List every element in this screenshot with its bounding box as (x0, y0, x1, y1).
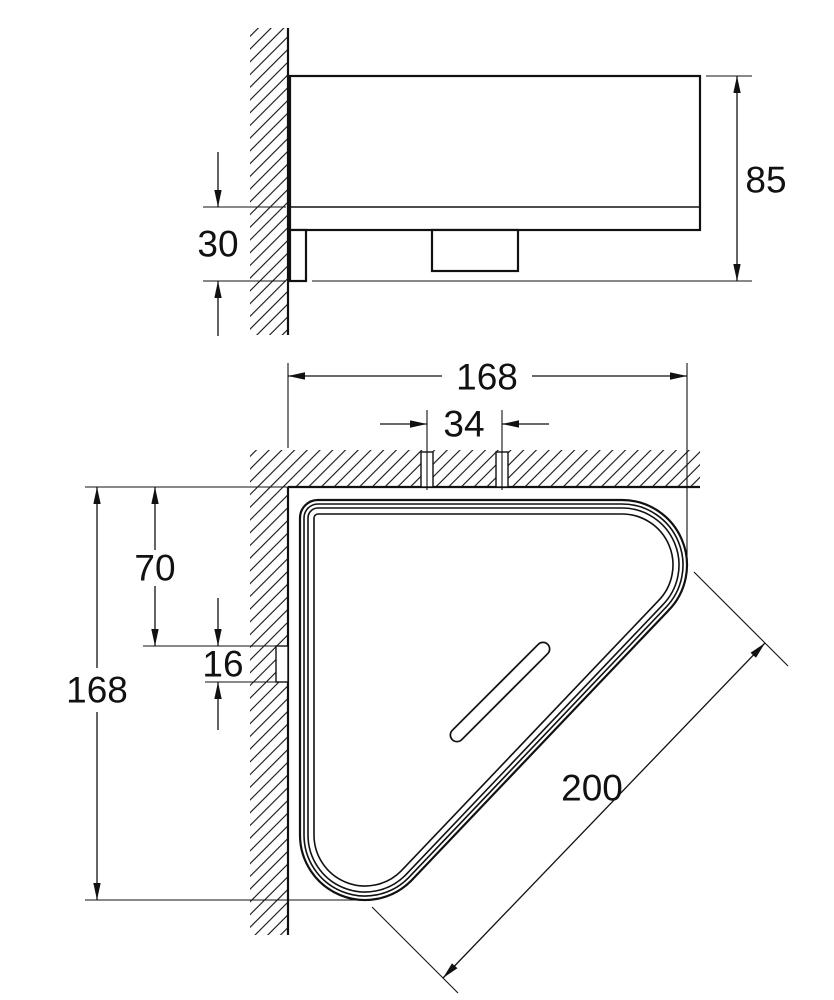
dim-16-label: 16 (202, 644, 243, 685)
plan-view: 168 34 70 16 168 200 (66, 356, 789, 994)
basket-rim-line-2 (307, 507, 680, 893)
side-elevation-view: 85 30 (197, 28, 787, 336)
top-wall-hatch (288, 450, 700, 487)
dim-34-label: 34 (443, 404, 484, 445)
dim-200-extension-top (693, 571, 789, 667)
dim-168w-label-backing (442, 356, 532, 396)
basket-floor-outline (313, 513, 674, 887)
mount-bracket-outline (430, 228, 520, 273)
dim-200-line (442, 642, 766, 979)
basket-rim-line-1 (303, 503, 684, 897)
dim-168d-label: 168 (66, 670, 128, 711)
dim-85-label: 85 (745, 160, 786, 201)
dim-70-label: 70 (134, 548, 175, 589)
fixing-hole-side (275, 645, 289, 683)
dim-30-label: 30 (197, 224, 238, 265)
dim-168w-label: 168 (456, 357, 518, 398)
wall-hatch (250, 28, 288, 335)
dim-200-extension-bottom (371, 906, 459, 994)
dim-200-label: 200 (561, 768, 623, 809)
left-wall-hatch (250, 450, 288, 935)
wall-plate-outline (288, 228, 308, 283)
